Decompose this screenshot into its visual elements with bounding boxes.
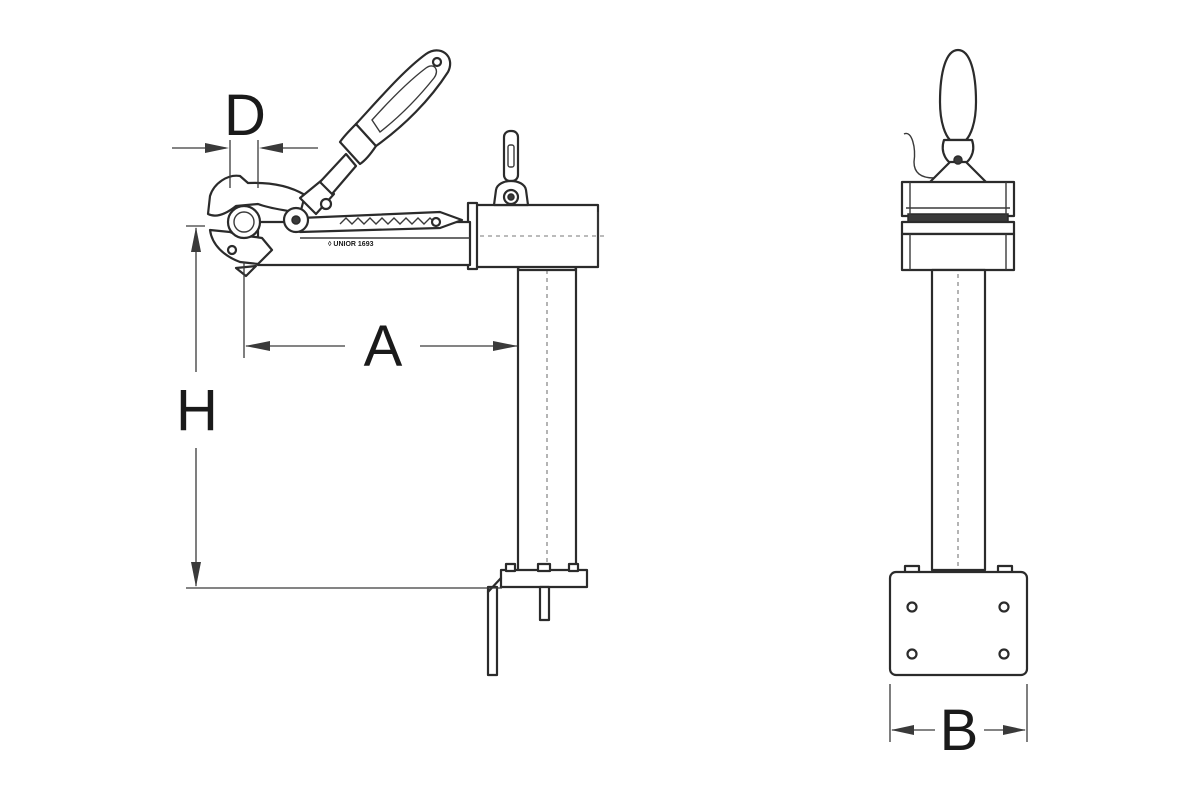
mount-hole [906, 601, 918, 613]
dimension-h: H [176, 225, 502, 589]
front-base-plate [888, 564, 1029, 677]
dimension-d-label: D [224, 83, 266, 148]
side-sleeve [466, 201, 606, 271]
clamp-handle [298, 49, 452, 216]
mount-hole [998, 648, 1010, 660]
side-base-bracket [486, 562, 589, 677]
front-post [930, 268, 987, 572]
dimension-h-label: H [176, 378, 218, 443]
dimension-b-label: B [940, 698, 979, 763]
side-view: ◊ UNIOR 1693 [172, 49, 606, 677]
dimension-a-label: A [364, 314, 403, 379]
front-clamp-head [900, 180, 1016, 272]
front-view: B [888, 48, 1029, 763]
dimension-a: A [243, 262, 518, 379]
dimension-b: B [889, 684, 1028, 763]
ratchet-lever [298, 210, 464, 234]
front-handle [903, 48, 990, 186]
clamp-jaws [206, 174, 310, 278]
mount-hole [998, 601, 1010, 613]
sleeve-lock-knob [492, 129, 530, 207]
arm-marking: ◊ UNIOR 1693 [328, 241, 374, 248]
side-post [516, 256, 578, 574]
mount-hole [906, 648, 918, 660]
dimension-d: D [172, 83, 318, 188]
